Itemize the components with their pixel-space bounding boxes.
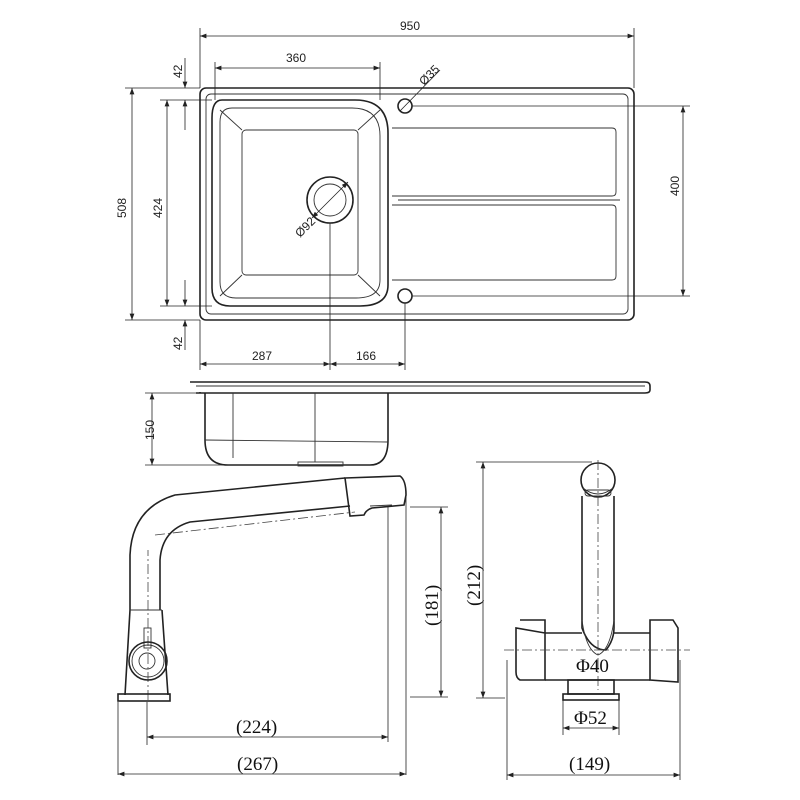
top-view-dimensions: 950 360 508 424 42 42 400 287 166 — [115, 19, 690, 370]
dim-508: 508 — [115, 198, 129, 218]
dim-phi52: Φ52 — [574, 708, 607, 729]
sink-side-view: 150 — [143, 381, 651, 467]
dim-212: (212) — [464, 565, 485, 606]
dim-267: (267) — [237, 754, 278, 775]
dim-149: (149) — [569, 754, 610, 775]
dim-166: 166 — [356, 349, 376, 363]
dim-phi40: Φ40 — [576, 656, 609, 677]
faucet-front-dimensions: (212) Φ40 Φ52 (149) — [464, 461, 681, 780]
dim-42-bottom: 42 — [171, 336, 185, 350]
tap-hole-bottom — [397, 288, 413, 304]
dim-360: 360 — [286, 51, 306, 65]
dim-224: (224) — [236, 717, 277, 738]
dim-400: 400 — [668, 176, 682, 196]
sink-top-view: Ø92 Ø35 — [199, 62, 635, 321]
faucet-front-view — [504, 460, 690, 701]
dim-424: 424 — [151, 198, 165, 218]
tap-hole-dia-label: Ø35 — [416, 62, 442, 88]
dim-42-top: 42 — [171, 64, 185, 78]
dim-150: 150 — [143, 420, 157, 440]
dim-181: (181) — [422, 585, 443, 626]
faucet-side-view — [117, 475, 407, 702]
dim-287: 287 — [252, 349, 272, 363]
faucet-side-dimensions: (224) (267) (181) — [117, 495, 448, 777]
dim-950: 950 — [400, 19, 420, 33]
